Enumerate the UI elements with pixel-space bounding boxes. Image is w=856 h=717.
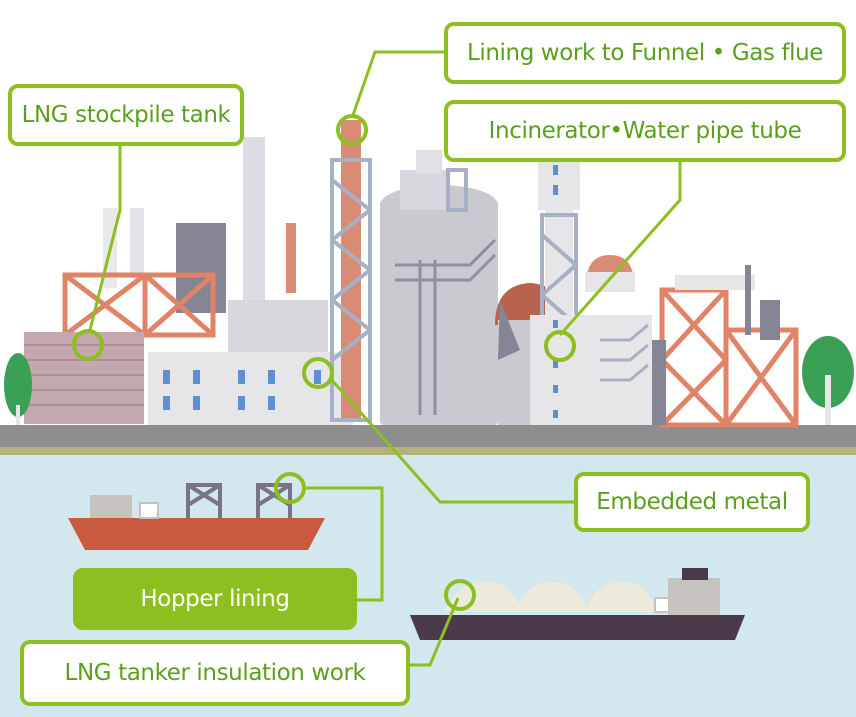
callout-hopper-lining: Hopper lining — [73, 568, 357, 630]
anchor-rings — [72, 114, 576, 611]
red-barge — [68, 483, 325, 550]
grey-stack — [243, 137, 265, 305]
callout-lng-stockpile-tank: LNG stockpile tank — [8, 84, 244, 146]
connector-lines — [88, 50, 682, 667]
funnel-chimney — [330, 120, 372, 422]
tall-vessel — [380, 150, 498, 425]
lng-tanker — [410, 568, 745, 640]
callout-lining-work-funnel: Lining work to Funnel • Gas flue — [444, 22, 846, 84]
ground — [0, 425, 856, 447]
incinerator-tower — [530, 160, 652, 425]
tree-right — [802, 336, 854, 425]
low-building — [148, 352, 353, 425]
callout-incinerator: Incinerator•Water pipe tube — [444, 100, 846, 162]
callout-embedded-metal: Embedded metal — [574, 472, 810, 532]
callout-lng-tanker-insulation: LNG tanker insulation work — [20, 640, 410, 706]
tree-left — [4, 353, 32, 425]
